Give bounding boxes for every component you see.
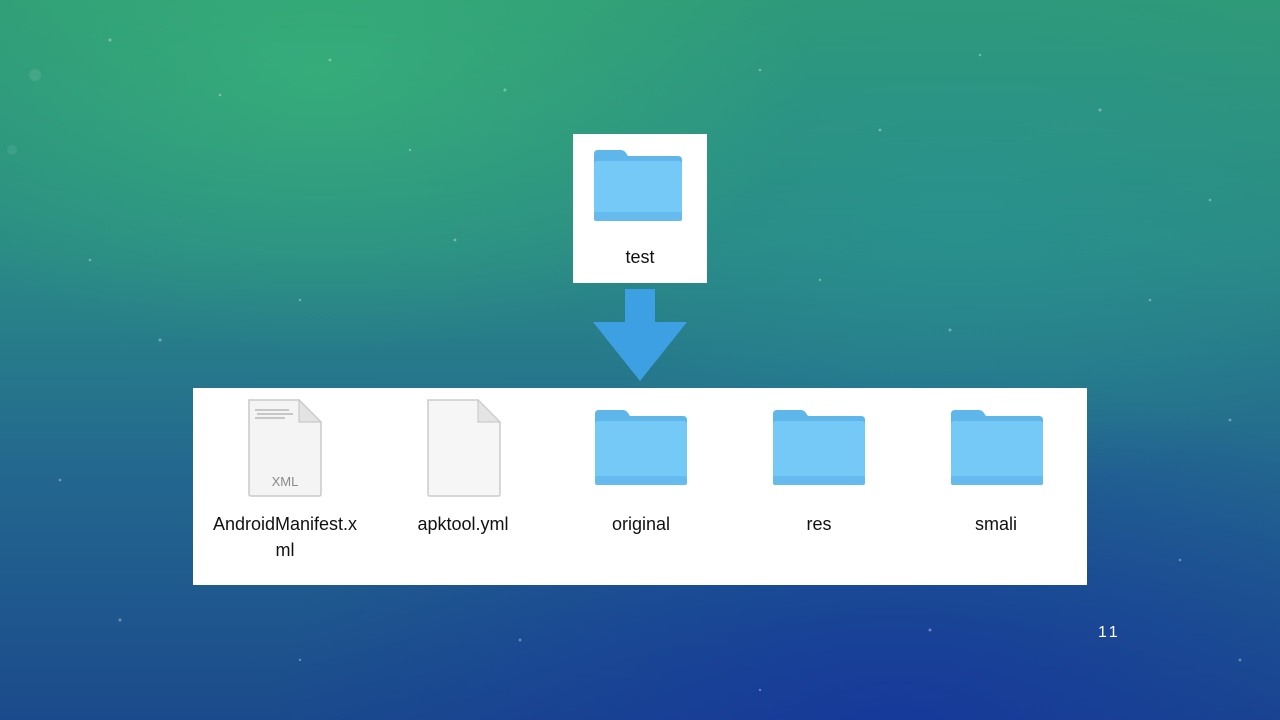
xml-file-icon: XML — [248, 398, 323, 497]
folder-item-res[interactable]: res — [733, 388, 905, 585]
file-label-androidmanifest: AndroidManifest.x ml — [212, 514, 358, 560]
folder-icon — [595, 410, 687, 485]
folder-label-original: original — [611, 514, 671, 534]
source-folder-item[interactable]: test — [573, 134, 707, 283]
slide-page-number: 11 — [1098, 624, 1121, 641]
source-folder-label: test — [625, 247, 655, 267]
folder-label-smali: smali — [974, 514, 1017, 534]
down-arrow-icon — [593, 289, 687, 381]
folder-item-original[interactable]: original — [549, 388, 733, 585]
document-file-icon — [427, 398, 502, 497]
file-item-androidmanifest[interactable]: XML AndroidManifest.x ml — [193, 388, 377, 585]
file-item-apktool[interactable]: apktool.yml — [377, 388, 549, 585]
source-folder-card: test — [573, 134, 707, 283]
folder-label-res: res — [806, 514, 832, 534]
folder-icon — [951, 410, 1043, 485]
xml-badge: XML — [272, 474, 299, 489]
file-label-apktool: apktool.yml — [417, 514, 509, 534]
folder-icon — [594, 150, 682, 221]
folder-item-smali[interactable]: smali — [905, 388, 1087, 585]
decompiled-contents-card: XML AndroidManifest.x ml apktool.yml ori… — [193, 388, 1087, 585]
folder-icon — [773, 410, 865, 485]
